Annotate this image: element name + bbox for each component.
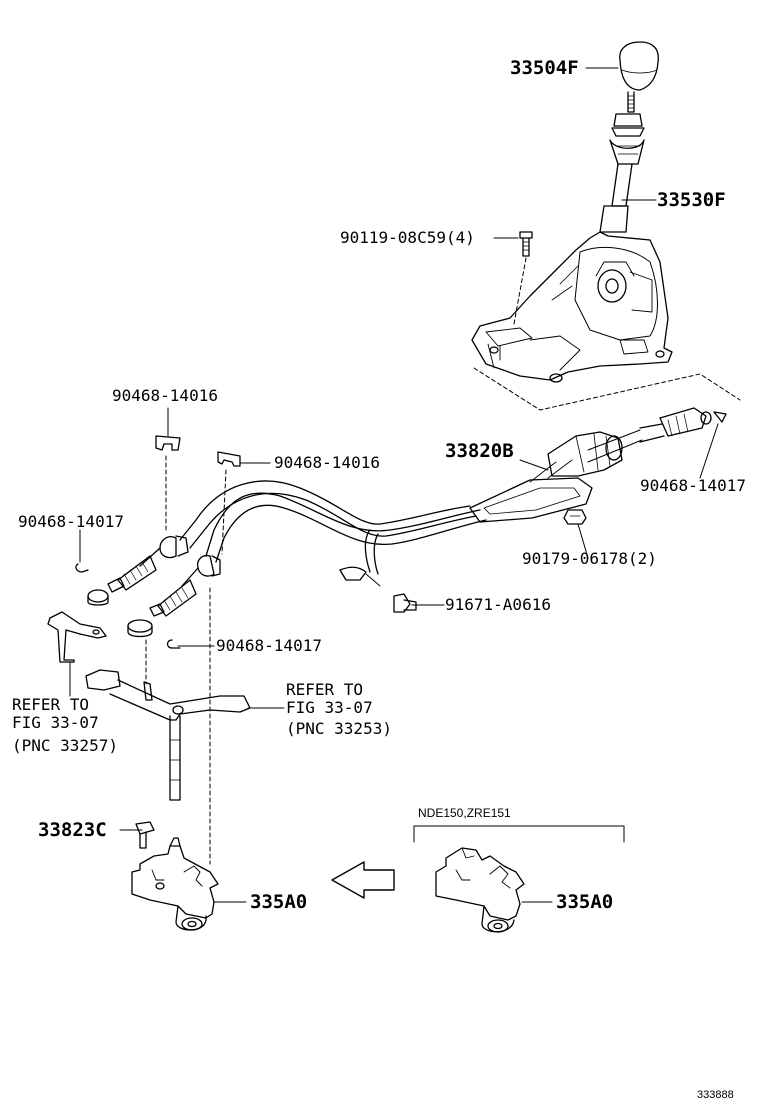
label-ref-left-1: REFER TO <box>12 695 90 714</box>
variant-bracket <box>413 825 625 843</box>
label-ref-left-3: (PNC 33257) <box>12 736 118 755</box>
selector-lever <box>85 669 251 801</box>
bracket-right <box>435 847 525 933</box>
bolt-91671 <box>393 593 417 613</box>
label-clip-mid[interactable]: 90468-14017 <box>216 636 322 655</box>
shift-knob <box>619 41 659 113</box>
label-clip-top-mid[interactable]: 90468-14016 <box>274 453 380 472</box>
label-clip-right[interactable]: 90468-14017 <box>640 476 746 495</box>
label-bolt-91671[interactable]: 91671-A0616 <box>445 595 551 614</box>
bolt-dashed-line <box>513 257 527 325</box>
arrow-left <box>331 861 395 899</box>
label-ref-right-2: FIG 33-07 <box>286 698 373 717</box>
cable-end-right <box>639 407 727 443</box>
label-knob[interactable]: 33504F <box>510 57 579 79</box>
cable-ends-left <box>107 535 221 617</box>
label-clip-top-left[interactable]: 90468-14016 <box>112 386 218 405</box>
shift-lever <box>599 113 645 233</box>
cable-assembly <box>179 429 643 587</box>
shift-base <box>471 231 673 383</box>
label-clip-left[interactable]: 90468-14017 <box>18 512 124 531</box>
nut-90179 <box>563 509 587 525</box>
label-lever[interactable]: 33530F <box>657 189 726 211</box>
bracket-ref-left <box>47 611 107 663</box>
label-ref-right-3: (PNC 33253) <box>286 719 392 738</box>
bolt-33823c <box>135 821 155 849</box>
label-ref-right-1: REFER TO <box>286 680 364 699</box>
diagram-id: 333888 <box>697 1089 734 1101</box>
bolt-90119 <box>519 231 533 257</box>
leader-lines <box>69 67 719 903</box>
clips <box>75 435 241 649</box>
bracket-left <box>131 837 219 931</box>
bushings <box>87 589 153 638</box>
label-ref-left-2: FIG 33-07 <box>12 713 99 732</box>
label-bracket-left[interactable]: 335A0 <box>250 891 308 913</box>
label-bolt-4[interactable]: 90119-08C59(4) <box>340 228 475 247</box>
base-dashed-outline <box>473 367 741 411</box>
dashed-guides <box>145 455 227 865</box>
label-nut-2[interactable]: 90179-06178(2) <box>522 549 657 568</box>
label-bracket-right[interactable]: 335A0 <box>556 891 614 913</box>
label-variant-group: NDE150,ZRE151 <box>418 806 511 820</box>
label-cable-assy[interactable]: 33820B <box>445 440 514 462</box>
label-bolt-33823c[interactable]: 33823C <box>38 819 107 841</box>
